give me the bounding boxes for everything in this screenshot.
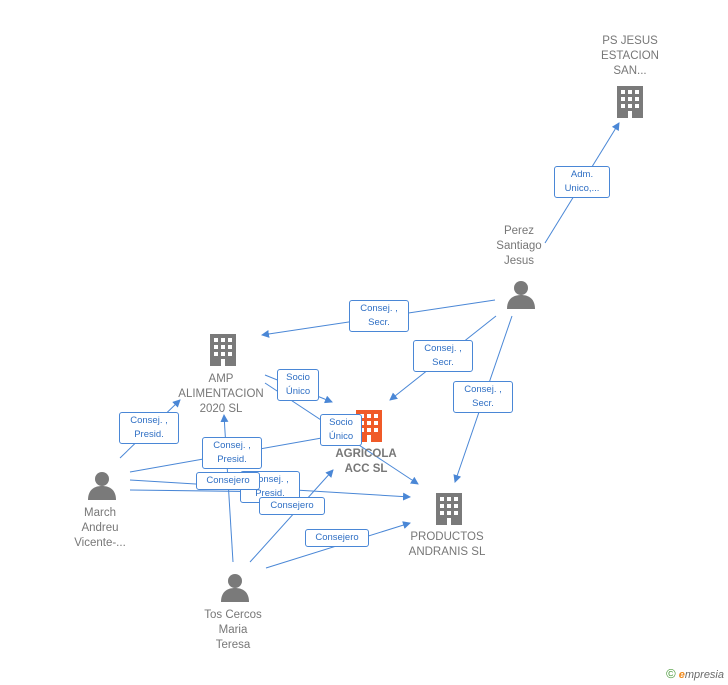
copyright-icon: © bbox=[666, 666, 676, 681]
node-label-agricola[interactable]: AGRICOLA ACC SL bbox=[335, 448, 397, 475]
node-label-amp[interactable]: AMP ALIMENTACION 2020 SL bbox=[178, 373, 264, 415]
edge-label-consej-presid: Consej. , Presid. bbox=[119, 412, 179, 444]
node-label-perez[interactable]: Perez Santiago Jesus bbox=[496, 225, 542, 267]
brand-footer: © empresia bbox=[666, 666, 724, 681]
edge-label-socio-unico: Socio Único bbox=[277, 369, 319, 401]
brand-logo-text: mpresia bbox=[684, 669, 724, 681]
person-icon bbox=[507, 281, 535, 309]
edge-label-consejero: Consejero bbox=[259, 497, 325, 515]
building-icon bbox=[210, 334, 236, 366]
node-label-ps-jesus[interactable]: PS JESUS ESTACION SAN... bbox=[601, 35, 659, 77]
edge-label-socio-unico: Socio Único bbox=[320, 414, 362, 446]
edge-label-adm-unico: Adm. Unico,... bbox=[554, 166, 610, 198]
node-label-tos[interactable]: Tos Cercos Maria Teresa bbox=[204, 609, 262, 651]
building-icon bbox=[436, 493, 462, 525]
edges bbox=[119, 122, 620, 569]
person-icon bbox=[221, 574, 249, 602]
node-label-march[interactable]: March Andreu Vicente-... bbox=[74, 507, 126, 549]
edge-label-consej-secr: Consej. , Secr. bbox=[413, 340, 473, 372]
edge-label-consej-secr: Consej. , Secr. bbox=[349, 300, 409, 332]
node-label-productos[interactable]: PRODUCTOS ANDRANIS SL bbox=[408, 531, 486, 558]
edge-label-consejero: Consejero bbox=[196, 472, 260, 490]
building-icon bbox=[617, 86, 643, 118]
brand-logo-letter: e bbox=[678, 669, 685, 681]
edge-label-consej-secr: Consej. , Secr. bbox=[453, 381, 513, 413]
edge-tos-agricola bbox=[249, 469, 334, 563]
edge-label-consej-presid: Consej. , Presid. bbox=[202, 437, 262, 469]
person-icon bbox=[88, 472, 116, 500]
edge-label-consejero: Consejero bbox=[305, 529, 369, 547]
